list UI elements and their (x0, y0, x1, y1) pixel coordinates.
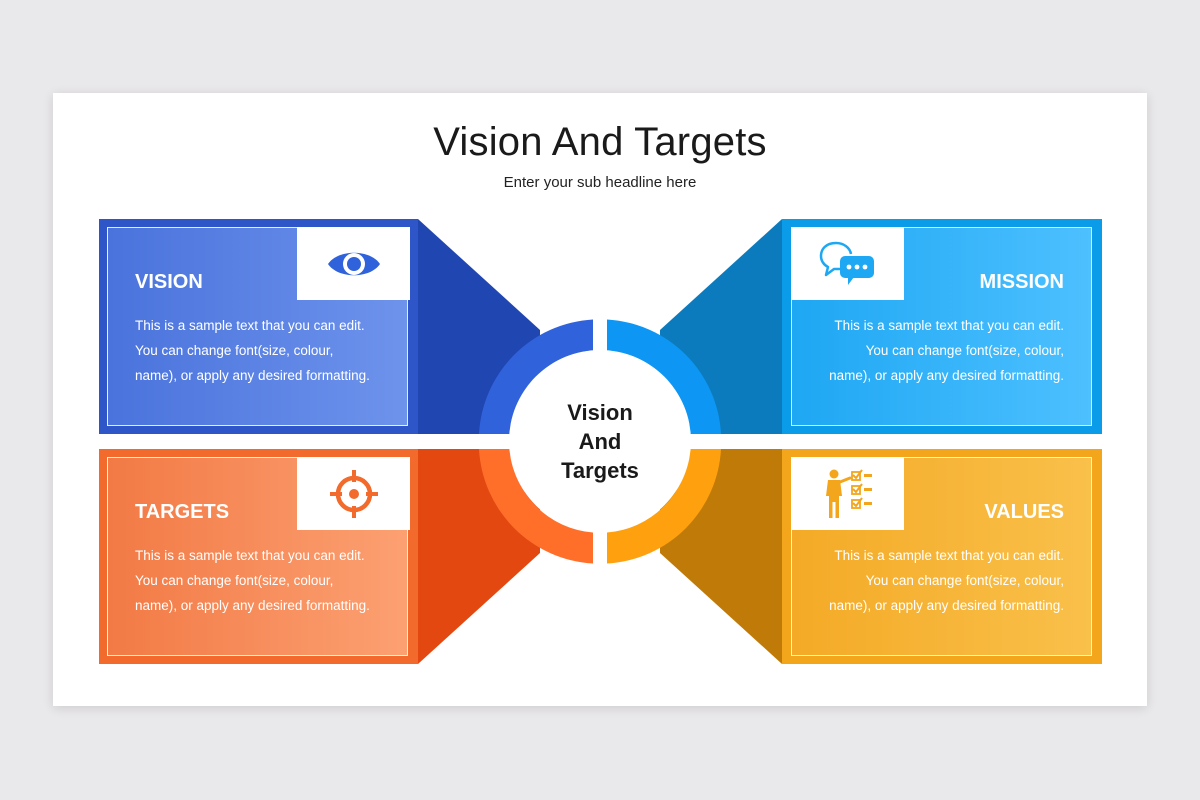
eye-icon (327, 252, 380, 275)
targets-text-line: name), or apply any desired formatting. (135, 598, 370, 613)
vision-text-line: This is a sample text that you can edit. (135, 318, 365, 333)
ring-bottom-right (607, 449, 721, 564)
center-label-line: Vision (567, 400, 633, 425)
vision-text-line: name), or apply any desired formatting. (135, 368, 370, 383)
mission-text-line: name), or apply any desired formatting. (829, 368, 1064, 383)
values-panel: VALUES This is a sample text that you ca… (791, 457, 1092, 656)
chat-bubbles-icon (819, 241, 874, 285)
vision-text: This is a sample text that you can edit.… (135, 313, 395, 388)
targets-text: This is a sample text that you can edit.… (135, 543, 395, 618)
values-text: This is a sample text that you can edit.… (804, 543, 1064, 618)
mission-text: This is a sample text that you can edit.… (804, 313, 1064, 388)
center-circle (509, 350, 691, 532)
values-heading: VALUES (984, 501, 1064, 523)
center-label-line: And (578, 429, 622, 454)
mission-heading: MISSION (979, 271, 1064, 293)
values-text-line: This is a sample text that you can edit. (834, 548, 1064, 563)
values-text-line: name), or apply any desired formatting. (829, 598, 1064, 613)
center-label: Vision And Targets (510, 398, 690, 485)
mission-text-line: This is a sample text that you can edit. (834, 318, 1064, 333)
values-text-line: You can change font(size, colour, (865, 573, 1064, 588)
mission-text-line: You can change font(size, colour, (865, 343, 1064, 358)
ring-top-left (479, 319, 593, 434)
target-crosshair-icon (329, 469, 378, 518)
page-title: Vision And Targets (433, 120, 767, 164)
vision-heading: VISION (135, 271, 203, 293)
targets-text-line: This is a sample text that you can edit. (135, 548, 365, 563)
ring-bottom-left (479, 449, 593, 564)
center-label-line: Targets (561, 458, 639, 483)
vision-icon-box (297, 227, 410, 300)
mission-icon-box (791, 227, 904, 300)
ring-top-right (607, 319, 721, 434)
page-subtitle: Enter your sub headline here (503, 174, 697, 191)
values-icon-box (791, 457, 904, 530)
targets-heading: TARGETS (135, 501, 230, 523)
presenter-checklist-icon (825, 468, 872, 518)
targets-text-line: You can change font(size, colour, (135, 573, 334, 588)
vision-text-line: You can change font(size, colour, (135, 343, 334, 358)
targets-icon-box (297, 457, 410, 530)
